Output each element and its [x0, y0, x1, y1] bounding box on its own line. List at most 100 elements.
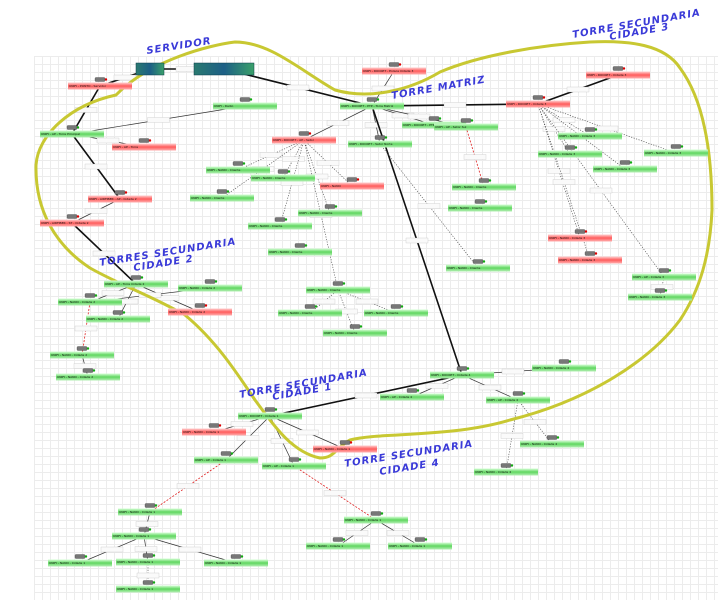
- device-node-c1-g-c[interactable]: UNIFI - NANO - Cidade 1: [118, 503, 182, 516]
- device-node-c2-red-b[interactable]: UNIFI - AIRFIBER - ST - Cidade 2: [40, 214, 104, 227]
- status-led-icon: [416, 389, 420, 392]
- device-node-tm-g-c[interactable]: UNIFI - ROCKET - Setor Norte: [348, 135, 412, 148]
- device-node-c1-red-a[interactable]: UNIFI - NANO - Cidade 1: [182, 423, 246, 436]
- device-node-c1-g-b[interactable]: UNIFI - AP - Cidade 1: [262, 457, 326, 470]
- device-node-tm-g-d[interactable]: UNIFI - NANO - Cliente: [206, 161, 270, 174]
- node-status-bar: [262, 462, 326, 470]
- status-led-icon: [242, 162, 246, 165]
- device-node-c1-g-f[interactable]: UNIFI - NANO - Cidade 1: [116, 553, 180, 566]
- device-node-c3-g-d[interactable]: UNIFI - NANO - Cidade 3: [593, 160, 657, 173]
- node-status-bar: [238, 412, 302, 420]
- status-led-icon: [542, 96, 546, 99]
- device-node-c1-main[interactable]: UNIFI - ROCKET - Cidade 1: [238, 407, 302, 420]
- device-node-sv-g2[interactable]: UNIFI - AP - Torre Principal: [40, 125, 104, 138]
- radio-device-icon: [366, 97, 378, 102]
- link-traffic-label: [552, 179, 576, 185]
- device-node-tm-g-q[interactable]: UNIFI - NANO - Cliente: [448, 199, 512, 212]
- device-node-c3-g-a[interactable]: UNIFI - NANO - Cidade 3: [558, 127, 622, 140]
- device-node-c4-g-e[interactable]: UNIFI - NANO - Cidade 4: [474, 463, 538, 476]
- link-traffic-label: [386, 530, 410, 536]
- device-node-c2-g-a[interactable]: UNIFI - NANO - Cidade 2: [58, 293, 122, 306]
- device-node-tm-g-h[interactable]: UNIFI - NANO - Cliente: [298, 204, 362, 217]
- device-node-c3-red-c[interactable]: UNIFI - NANO - Cidade 3: [548, 229, 612, 242]
- device-node-tm-g-j[interactable]: UNIFI - NANO - Cliente: [446, 259, 510, 272]
- device-label: UNIFI - NANO - Cidade 3: [559, 258, 595, 262]
- device-node-sv-red-1[interactable]: UNIFI - PONTO - Servidor: [68, 77, 132, 90]
- radio-device-icon: [670, 144, 682, 149]
- device-label: UNIFI - NANO - Cidade 1: [119, 510, 155, 514]
- device-node-c1-g-i[interactable]: UNIFI - NANO - Cidade 1: [306, 537, 370, 550]
- device-node-c4-g-d[interactable]: UNIFI - NANO - Cidade 4: [520, 435, 584, 448]
- device-node-c3-red-a[interactable]: UNIFI - ROCKET - Cidade 3: [506, 95, 570, 108]
- device-node-tm-g-m[interactable]: UNIFI - NANO - Cliente: [306, 281, 370, 294]
- device-node-tm-g-n[interactable]: UNIFI - NANO - Cliente: [278, 304, 342, 317]
- device-label: UNIFI - ROCKET - Cidade 1: [239, 414, 279, 418]
- device-node-c1-g-e[interactable]: UNIFI - NANO - Cidade 1: [112, 527, 176, 540]
- link-traffic-label: [364, 122, 388, 128]
- device-node-c1-g-k[interactable]: UNIFI - NANO - Cidade 1: [116, 580, 180, 593]
- device-node-c2-red-a[interactable]: UNIFI - AIRFIBER - AP - Cidade 2: [88, 190, 152, 203]
- device-node-c1-g-h[interactable]: UNIFI - NANO - Cidade 1: [204, 554, 268, 567]
- radio-device-icon: [82, 368, 94, 373]
- device-label: UNIFI - NANO - Cidade 3: [559, 134, 595, 138]
- status-led-icon: [148, 528, 152, 531]
- device-node-tm-red-g[interactable]: UNIFI - NANO: [320, 177, 384, 190]
- device-node-c3-red-b[interactable]: UNIFI - ROCKET - Cidade 3: [586, 66, 650, 79]
- device-node-tm-g-p[interactable]: UNIFI - NANO - Cliente: [364, 304, 428, 317]
- link-traffic-label: [523, 419, 547, 425]
- device-node-tm-g-k[interactable]: UNIFI - AP - Setor Sul: [434, 118, 498, 131]
- link-traffic-label: [296, 429, 319, 436]
- device-node-c1-g-g[interactable]: UNIFI - NANO - Cidade 1: [48, 554, 112, 567]
- node-status-bar: [204, 559, 268, 567]
- device-node-c4-g-c[interactable]: UNIFI - AP - Cidade 4: [486, 391, 550, 404]
- device-node-c1-g-a[interactable]: UNIFI - AP - Cidade 1: [194, 451, 258, 464]
- radio-device-icon: [346, 177, 358, 182]
- device-node-server-b[interactable]: [193, 62, 255, 76]
- node-status-bar: [206, 166, 270, 174]
- node-status-bar: [116, 585, 180, 593]
- status-led-icon: [400, 305, 404, 308]
- radio-device-icon: [619, 160, 631, 165]
- node-status-bar: [628, 293, 692, 301]
- device-node-c2-g-e[interactable]: UNIFI - NANO - Cidade 2: [178, 279, 242, 292]
- radio-device-icon: [388, 62, 400, 67]
- radio-device-icon: [428, 116, 440, 121]
- device-label: UNIFI - NANO - Cidade 2: [179, 286, 215, 290]
- device-node-c2-red-c[interactable]: UNIFI - NANO - Cidade 2: [168, 303, 232, 316]
- device-node-c3-g-f[interactable]: UNIFI - NANO - Cidade 3: [628, 288, 692, 301]
- radio-device-icon: [142, 580, 154, 585]
- device-node-tm-red-top[interactable]: UNIFI - ROCKET - Enlace Cidade 3: [362, 62, 426, 75]
- device-node-server-a[interactable]: [135, 62, 165, 76]
- node-status-bar: [88, 195, 152, 203]
- device-node-c4-g-b[interactable]: UNIFI - AP - Cidade 4: [380, 388, 444, 401]
- device-node-c2-g-c[interactable]: UNIFI - NANO - Cidade 2: [50, 346, 114, 359]
- device-node-c1-g-d[interactable]: UNIFI - NANO - Cidade 1: [344, 511, 408, 524]
- radio-device-icon: [349, 324, 361, 329]
- device-node-tm-g-f[interactable]: UNIFI - NANO - Cliente: [251, 169, 315, 182]
- device-node-c3-g-c[interactable]: UNIFI - NANO - Cidade 3: [644, 144, 708, 157]
- device-node-c2-main[interactable]: UNIFI - AP - Torre Cidade 2: [104, 275, 168, 288]
- device-node-tm-main[interactable]: UNIFI - ROCKET - PTP - Torre Matriz: [340, 97, 404, 110]
- device-node-c3-g-e[interactable]: UNIFI - AP - Cidade 3: [632, 268, 696, 281]
- device-node-c2-g-b[interactable]: UNIFI - NANO - Cidade 2: [86, 310, 150, 323]
- device-node-sv-red-2[interactable]: UNIFI - AP - Torre: [112, 138, 176, 151]
- device-node-tm-red-b[interactable]: UNIFI - ROCKET - AP - Setor: [272, 131, 336, 144]
- device-node-c3-red-d[interactable]: UNIFI - NANO - Cidade 3: [558, 251, 622, 264]
- device-node-c2-g-d[interactable]: UNIFI - NANO - Cidade 2: [56, 368, 120, 381]
- status-led-icon: [380, 512, 384, 515]
- device-node-c1-red-b[interactable]: UNIFI - NANO - Cidade 1: [313, 440, 377, 453]
- device-node-tm-g-e[interactable]: UNIFI - NANO - Cliente: [190, 189, 254, 202]
- device-node-tm-g-i[interactable]: UNIFI - NANO - Cliente: [248, 217, 312, 230]
- device-node-sv-g1[interactable]: UNIFI - Radio: [213, 97, 277, 110]
- device-node-tm-g-o[interactable]: UNIFI - NANO - Cliente: [323, 324, 387, 337]
- radio-device-icon: [144, 503, 156, 508]
- node-status-bar: [474, 468, 538, 476]
- device-node-c3-g-b[interactable]: UNIFI - NANO - Cidade 3: [538, 145, 602, 158]
- device-node-c4-g-a[interactable]: UNIFI - NANO - Cidade 4: [532, 359, 596, 372]
- region-label-servidor: SERVIDOR: [146, 36, 213, 57]
- device-node-c4-main[interactable]: UNIFI - ROCKET - Cidade 4: [430, 366, 494, 379]
- link-traffic-label: [135, 521, 159, 527]
- device-node-tm-g-r[interactable]: UNIFI - NANO - Cliente: [268, 243, 332, 256]
- device-node-c1-g-j[interactable]: UNIFI - NANO - Cidade 1: [388, 537, 452, 550]
- device-node-tm-g-l[interactable]: UNIFI - NANO - Cliente: [452, 178, 516, 191]
